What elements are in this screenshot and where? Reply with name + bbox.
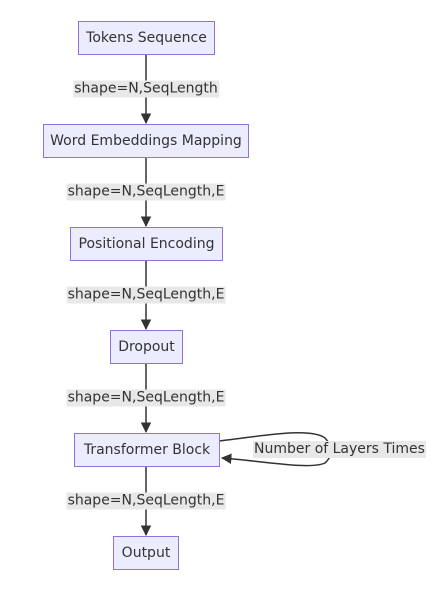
node-word-embeddings-mapping: Word Embeddings Mapping bbox=[43, 124, 249, 158]
node-output: Output bbox=[113, 536, 179, 570]
node-transformer-block: Transformer Block bbox=[74, 433, 220, 467]
loop-label-number-of-layers: Number of Layers Times bbox=[253, 441, 426, 458]
edge-label-embed-to-posenc: shape=N,SeqLength,E bbox=[66, 183, 226, 201]
edge-label-dropout-to-transformer: shape=N,SeqLength,E bbox=[66, 389, 226, 407]
node-positional-encoding: Positional Encoding bbox=[70, 227, 223, 261]
edge-label-posenc-to-dropout: shape=N,SeqLength,E bbox=[66, 286, 226, 304]
node-tokens-sequence: Tokens Sequence bbox=[78, 21, 215, 55]
edge-label-transformer-to-output: shape=N,SeqLength,E bbox=[66, 492, 226, 510]
edge-label-tokens-to-embed: shape=N,SeqLength bbox=[73, 80, 219, 98]
node-dropout: Dropout bbox=[110, 330, 183, 364]
